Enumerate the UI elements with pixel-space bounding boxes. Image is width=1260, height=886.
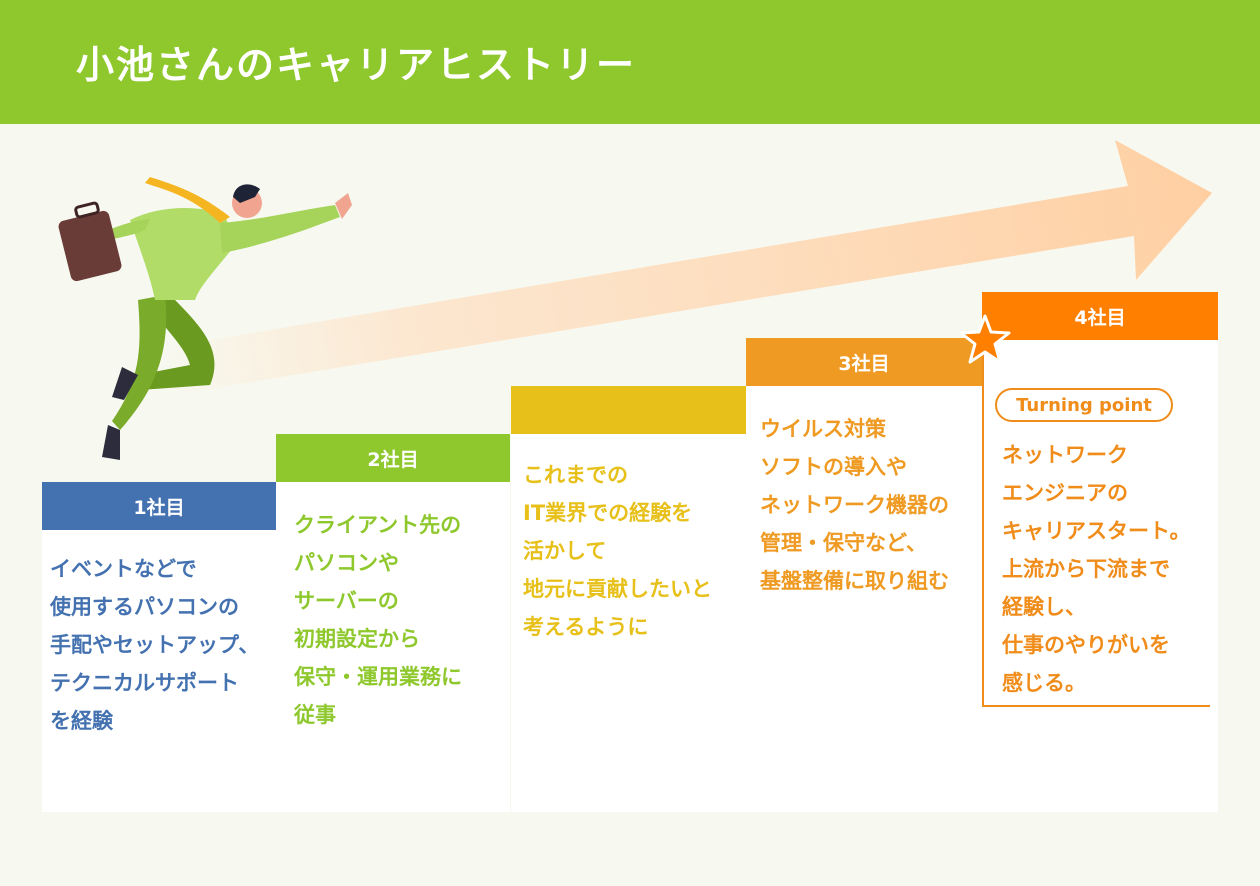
running-businessman-illustration [58, 177, 352, 460]
step4-text: ウイルス対策 ソフトの導入や ネットワーク機器の 管理・保守など、 基盤整備に取… [760, 417, 949, 593]
step1-header: 1社目 [42, 482, 276, 530]
step5-header: 4社目 [982, 292, 1218, 340]
step5-text: ネットワーク エンジニアの キャリアスタート。 上流から下流まで 経験し、 仕事… [1002, 443, 1191, 695]
step1-label: 1社目 [133, 496, 185, 519]
step1-card: イベントなどで 使用するパソコンの 手配やセットアップ、 テクニカルサポート を… [42, 530, 276, 812]
step3-card: これまでの IT業界での経験を 活かして 地元に貢献したいと 考えるように [511, 434, 746, 812]
step2-header: 2社目 [276, 434, 510, 482]
step5-highlight-frame [982, 340, 1210, 707]
turning-point-badge: Turning point [995, 388, 1173, 422]
step1-text: イベントなどで 使用するパソコンの 手配やセットアップ、 テクニカルサポート を… [50, 557, 260, 733]
step2-text: クライアント先の パソコンや サーバーの 初期設定から 保守・運用業務に 従事 [294, 513, 462, 727]
page-title: 小池さんのキャリアヒストリー [76, 43, 637, 87]
step3-text: これまでの IT業界での経験を 活かして 地元に貢献したいと 考えるように [523, 463, 712, 639]
turning-point-label: Turning point [1016, 394, 1152, 416]
step4-card: ウイルス対策 ソフトの導入や ネットワーク機器の 管理・保守など、 基盤整備に取… [746, 386, 982, 812]
step4-header: 3社目 [746, 338, 982, 386]
page-header: 小池さんのキャリアヒストリー [0, 0, 1260, 124]
step5-label: 4社目 [1074, 306, 1126, 329]
step2-card: クライアント先の パソコンや サーバーの 初期設定から 保守・運用業務に 従事 [276, 482, 510, 812]
step3-header [511, 386, 746, 434]
star-icon [959, 314, 1011, 364]
step2-label: 2社目 [367, 448, 419, 471]
step4-label: 3社目 [838, 352, 890, 375]
